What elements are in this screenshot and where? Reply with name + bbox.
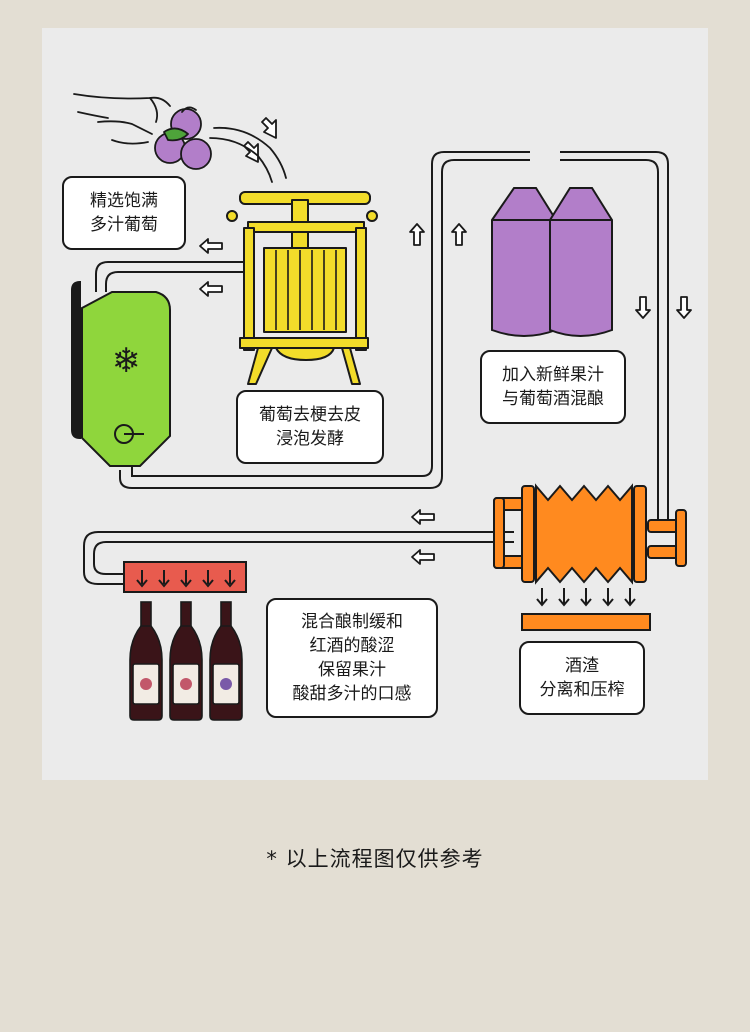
filter-press-icon: [493, 483, 687, 631]
step-press-label: 葡萄去梗去皮 浸泡发酵: [236, 390, 384, 464]
arrow-down-icon: [635, 296, 651, 319]
step-separate-label: 酒渣 分离和压榨: [519, 641, 645, 715]
pipe-tank-to-silos: [119, 159, 530, 489]
step-line: 保留果汁: [318, 660, 386, 680]
arrow-down-right-icon: [261, 117, 277, 139]
step-select-label: 精选饱满 多汁葡萄: [62, 176, 186, 250]
bottling-machine-icon: [123, 561, 247, 593]
step-line: 酒渣: [565, 656, 599, 676]
wine-bottles-icon: [129, 601, 243, 721]
pipe-filter-to-bottling: [83, 531, 514, 585]
footnote: * 以上流程图仅供参考: [266, 847, 484, 871]
flow-arrows: [199, 117, 692, 565]
wine-bottle: [129, 601, 163, 721]
arrow-up-icon: [451, 223, 467, 246]
cooling-tank-icon: [71, 280, 171, 467]
step-line: 红酒的酸涩: [309, 636, 395, 656]
step-line: 与葡萄酒混酿: [502, 389, 604, 409]
wine-bottle: [209, 601, 243, 721]
step-line: 酸甜多汁的口感: [292, 684, 412, 704]
arrow-down-icon: [676, 296, 692, 319]
pipe-silos-to-filter: [560, 151, 680, 533]
hand-holding-grapes-icon: [73, 93, 287, 183]
pipe-press-to-tank-inner: [105, 271, 244, 292]
arrow-down-right-icon: [243, 141, 259, 163]
wine-bottle: [169, 601, 203, 721]
pipe-press-to-tank: [95, 261, 244, 292]
wine-press-icon: [226, 191, 378, 385]
step-line: 多汁葡萄: [90, 215, 158, 235]
filter-drip-arrows: [536, 588, 636, 607]
step-line: 加入新鲜果汁: [502, 365, 604, 385]
step-finish-label: 混合酿制缓和 红酒的酸涩 保留果汁 酸甜多汁的口感: [266, 598, 438, 718]
step-line: 混合酿制缓和: [301, 612, 403, 632]
arrow-left-icon: [199, 281, 223, 297]
step-line: 浸泡发酵: [276, 429, 344, 449]
step-line: 精选饱满: [90, 191, 158, 211]
arrow-left-icon: [411, 509, 435, 525]
snowflake-icon: ❄: [112, 341, 141, 381]
step-blend-label: 加入新鲜果汁 与葡萄酒混酿: [480, 350, 626, 424]
arrow-up-icon: [409, 223, 425, 246]
pipes: [83, 151, 680, 585]
blending-silos-icon: [491, 187, 613, 337]
step-line: 葡萄去梗去皮: [259, 405, 361, 425]
arrow-left-icon: [411, 549, 435, 565]
arrow-left-icon: [199, 238, 223, 254]
step-line: 分离和压榨: [539, 680, 625, 700]
